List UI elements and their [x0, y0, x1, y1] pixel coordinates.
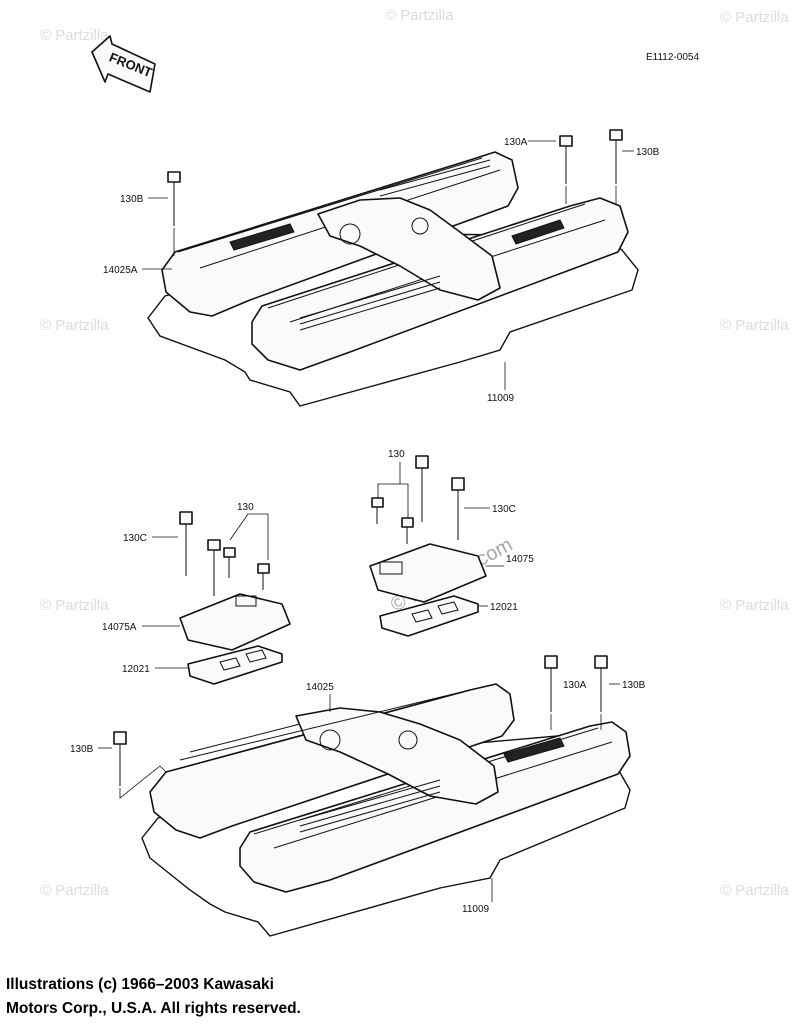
- gasket-12021-right: [379, 595, 479, 637]
- cover-14075a: [179, 593, 291, 651]
- bolt-130-left-c: [257, 563, 270, 590]
- callout-130c-mid-right: 130C: [492, 504, 516, 515]
- bolt-130c-right: [451, 477, 465, 540]
- callout-130-mid-right: 130: [388, 449, 405, 460]
- cylinder-cover-left-bottom: [149, 683, 515, 839]
- watermark: © Partzilla: [385, 7, 454, 24]
- bolt-130a-top: [559, 135, 573, 184]
- bolt-130b-bottom-right: [594, 655, 608, 712]
- callout-130b-top-right: 130B: [636, 147, 660, 158]
- middle-right-parts: [369, 455, 487, 637]
- callout-130b-bottom-right: 130B: [622, 680, 646, 691]
- callout-14075: 14075: [506, 554, 534, 565]
- callout-12021-mid-left: 12021: [122, 664, 150, 675]
- watermark: © Partzilla: [40, 27, 109, 44]
- watermark: © Partzilla: [720, 317, 789, 334]
- callout-14075a: 14075A: [102, 622, 137, 633]
- callout-130a-bottom: 130A: [563, 680, 587, 691]
- callout-130c-mid-left: 130C: [123, 533, 147, 544]
- cover-14075: [369, 543, 487, 603]
- bolt-130-right-a: [371, 497, 384, 524]
- callout-11009-top: 11009: [487, 393, 515, 404]
- callout-11009-bottom: 11009: [462, 904, 490, 915]
- copyright-line-1: Illustrations (c) 1966–2003 Kawasaki: [6, 976, 274, 993]
- watermark: © Partzilla: [40, 597, 109, 614]
- copyright-notice: Illustrations (c) 1966–2003 Kawasaki Mot…: [6, 973, 486, 1021]
- gasket-12021-left: [187, 645, 283, 685]
- bolt-130c-left: [179, 511, 193, 576]
- bolt-130b-top-right: [609, 129, 623, 184]
- watermark: © Partzilla: [40, 882, 109, 899]
- watermark: © Partzilla: [720, 882, 789, 899]
- callout-14025-bottom: 14025: [306, 682, 334, 693]
- watermark: © Partzilla: [720, 597, 789, 614]
- top-assembly: [147, 129, 639, 407]
- bolt-130-right-b: [415, 455, 429, 522]
- callout-130b-top-left: 130B: [120, 194, 144, 205]
- middle-left-parts: [179, 511, 291, 685]
- watermark: © Partzilla: [720, 9, 789, 26]
- callout-130b-bottom-left: 130B: [70, 744, 94, 755]
- bolt-130-left-a: [207, 539, 221, 596]
- callout-130-mid-left: 130: [237, 502, 254, 513]
- bottom-assembly: [113, 655, 631, 937]
- manifold-top: [317, 197, 501, 301]
- diagram-code: E1112-0054: [646, 52, 699, 63]
- bolt-130b-top-left: [167, 171, 181, 226]
- bolt-130a-bottom: [544, 655, 558, 712]
- cylinder-cover-right-bottom: [239, 721, 631, 893]
- front-arrow-icon: FRONT: [91, 35, 156, 93]
- callout-14025a-top: 14025A: [103, 265, 138, 276]
- bolt-130-right-c: [401, 517, 414, 544]
- copyright-line-2: Motors Corp., U.S.A. All rights reserved…: [6, 1000, 301, 1017]
- watermark: © Partzilla: [40, 317, 109, 334]
- bolt-130-left-b: [223, 547, 236, 578]
- callout-12021-mid-right: 12021: [490, 602, 518, 613]
- callout-130a-top: 130A: [504, 137, 528, 148]
- bolt-130b-bottom-left: [113, 731, 127, 786]
